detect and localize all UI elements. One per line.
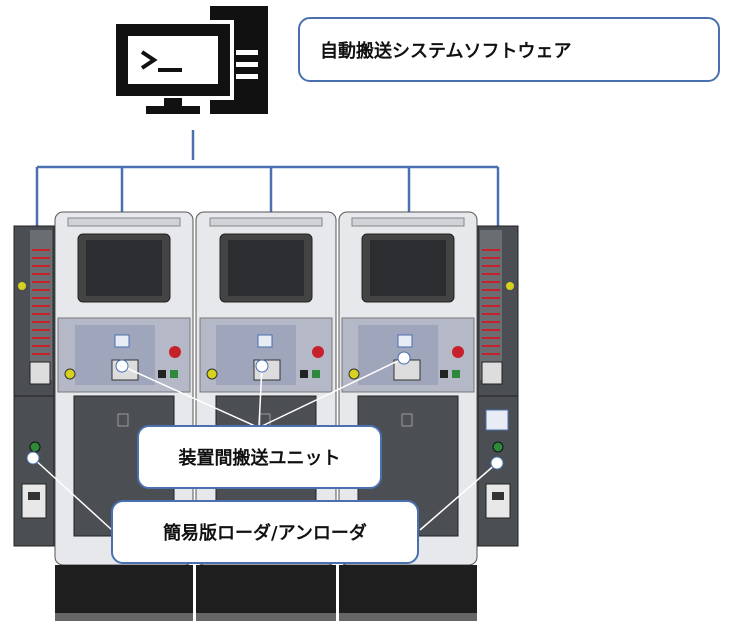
right-loader-unit [477,225,519,547]
simple-loader-callout: 簡易版ローダ/アンローダ [111,500,419,564]
network-connectors [35,130,500,228]
simple-loader-label-text: 簡易版ローダ/アンローダ [163,523,367,544]
inter-unit-transfer-label-text: 装置間搬送ユニット [178,448,341,469]
software-callout: 自動搬送システムソフトウェア [298,17,720,82]
software-label-text: 自動搬送システムソフトウェア [320,40,572,62]
computer-terminal-icon [112,6,268,114]
inter-unit-transfer-callout: 装置間搬送ユニット [137,425,382,489]
callout-leader-lines [32,357,498,531]
callout-anchor-dots [26,351,504,470]
left-loader-unit [13,225,55,547]
